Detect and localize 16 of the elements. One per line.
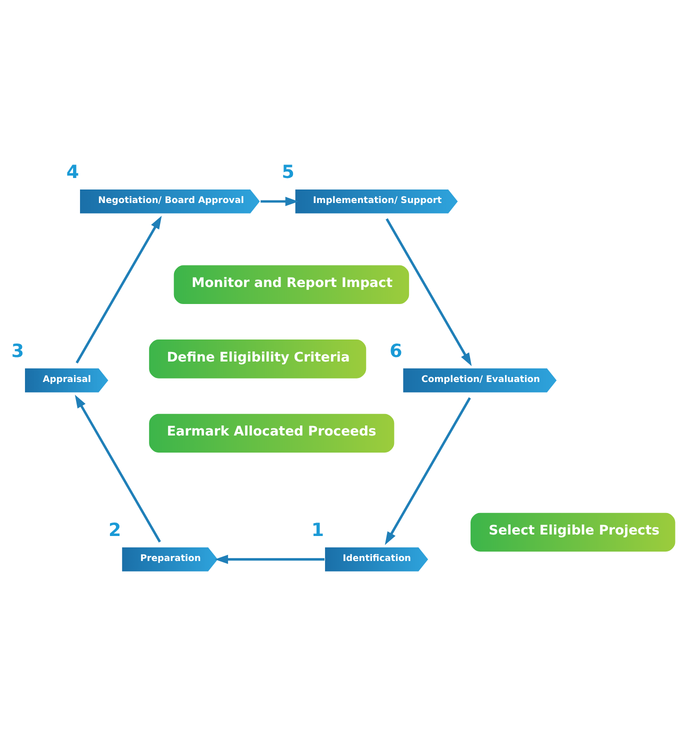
arrow xyxy=(386,218,472,366)
node-label: 6 xyxy=(390,340,402,362)
node-label: 1 xyxy=(311,520,324,541)
arrow xyxy=(214,554,324,564)
node-label: 5 xyxy=(282,162,294,183)
arrow xyxy=(76,216,162,364)
node-box: Select Eligible Projects xyxy=(470,512,676,552)
node-box: Earmark Allocated Proceeds xyxy=(148,413,396,454)
node-label: 3 xyxy=(11,340,24,362)
node-box: Monitor and Report Impact xyxy=(173,264,410,305)
arrow xyxy=(384,397,471,546)
arrow xyxy=(74,394,161,542)
node-label: 4 xyxy=(66,162,80,183)
arrow xyxy=(260,196,299,206)
node-box: Define Eligibility Criteria xyxy=(148,338,367,380)
node-label: 2 xyxy=(108,520,122,541)
